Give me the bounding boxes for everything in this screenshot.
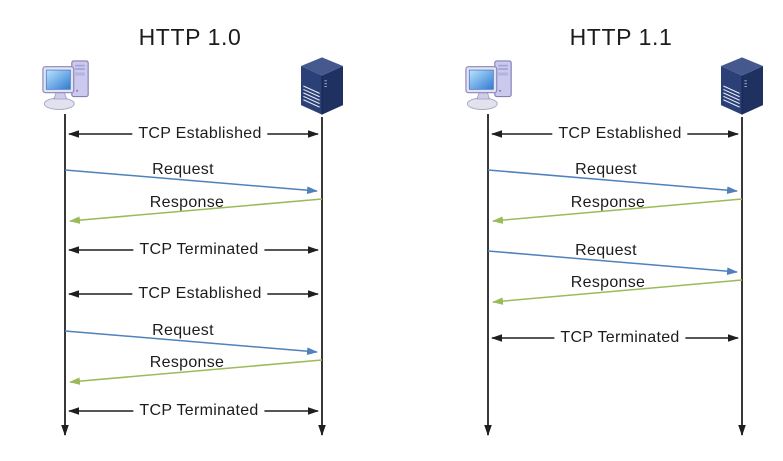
client-computer-icon [465, 60, 512, 111]
request-arrow [487, 169, 738, 194]
response-arrow [69, 198, 323, 224]
message-label: Request [152, 322, 214, 339]
server-tower-icon [301, 57, 343, 115]
request-arrow [64, 169, 318, 194]
message-label: Response [570, 194, 646, 211]
message-label: Request [575, 161, 637, 178]
response-arrow [69, 359, 323, 385]
message-label: Request [575, 242, 637, 259]
diagram-title: HTTP 1.1 [569, 24, 673, 50]
response-arrow [492, 279, 743, 305]
message-label: Response [149, 194, 225, 211]
message-label: TCP Established [132, 285, 268, 303]
request-arrow [487, 250, 738, 275]
message-label: TCP Established [132, 125, 268, 143]
message-label: TCP Terminated [133, 402, 265, 420]
diagram-title: HTTP 1.0 [138, 24, 242, 50]
message-label: TCP Established [552, 125, 688, 143]
client-computer-icon [42, 60, 89, 111]
message-label: TCP Terminated [554, 329, 686, 347]
message-label: Response [149, 354, 225, 371]
request-arrow [64, 330, 318, 355]
message-label: TCP Terminated [133, 241, 265, 259]
message-label: Request [152, 161, 214, 178]
message-label: Response [570, 274, 646, 291]
response-arrow [492, 198, 743, 224]
server-tower-icon [721, 57, 763, 115]
